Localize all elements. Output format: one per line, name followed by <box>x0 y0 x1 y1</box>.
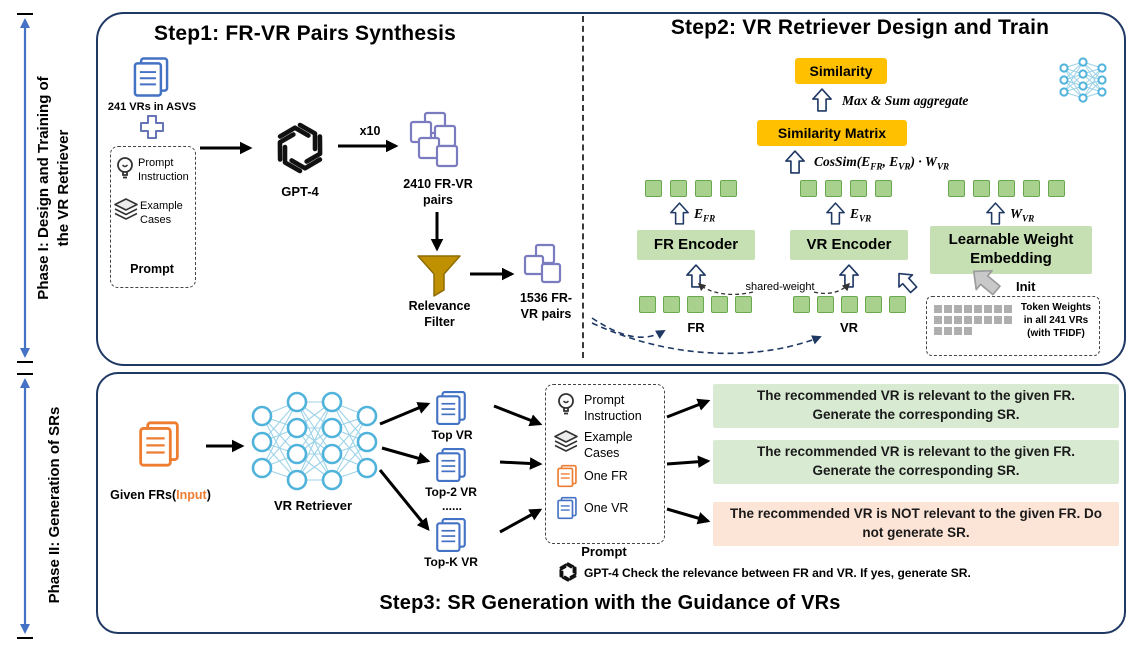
evr-base: E <box>850 206 860 221</box>
given-frs-icon <box>135 420 183 473</box>
step1-prompt-instruction-label: Prompt Instruction <box>138 157 189 183</box>
vrs-in-asvs-label: 241 VRs in ASVS <box>107 101 197 113</box>
aggregate-label: Max & Sum aggregate <box>842 93 969 108</box>
shared-weight-label: shared-weight <box>745 281 815 293</box>
weight-embedding-squares <box>948 180 1065 197</box>
token-weights-label: Token Weights in all 241 VRs (with TFIDF… <box>1020 302 1092 339</box>
gpt4-logo-small-icon <box>556 560 580 589</box>
vr-token-squares <box>793 296 906 313</box>
one-vr-doc-icon <box>556 496 578 525</box>
topk-vr-doc-icon <box>434 517 468 558</box>
lightbulb-icon <box>556 392 576 421</box>
one-vr-label: One VR <box>584 501 629 515</box>
vr-encoder-box: VR Encoder <box>790 230 908 260</box>
formula-part: ) · W <box>910 154 937 169</box>
fr-label: FR <box>687 320 705 335</box>
step3-example-cases-label: Example Cases <box>584 430 633 460</box>
wvr-base: W <box>1010 206 1023 221</box>
formula-part: , E <box>882 154 899 169</box>
gpt4-label: GPT-4 <box>281 184 319 199</box>
evr-label: EVR <box>850 206 871 224</box>
topk-vr-label: Top-K VR <box>424 555 478 569</box>
up-arrow-aggregate-icon <box>812 88 832 117</box>
token-weights-box <box>926 296 1100 356</box>
up-arrow-weight-input-icon <box>890 265 926 301</box>
efr-label: EFR <box>694 206 715 224</box>
formula-sub: VR <box>898 161 911 172</box>
formula-sub: FR <box>870 161 883 172</box>
fr-embedding-squares <box>645 180 737 197</box>
lightbulb-icon <box>115 156 135 185</box>
pairs-1536-label: 1536 FR- VR pairs <box>519 291 573 321</box>
result-box-3: The recommended VR is NOT relevant to th… <box>713 502 1119 546</box>
up-arrow-vr-input-icon <box>839 263 859 294</box>
step3-prompt-instruction-label: Prompt Instruction <box>584 393 642 423</box>
vr-retriever-network-icon <box>248 388 378 499</box>
token-weights-grid <box>934 305 1012 338</box>
given-frs-label: Given FRs(Input) <box>98 488 223 502</box>
layers-icon <box>554 430 578 457</box>
top2-vr-doc-icon <box>434 447 468 488</box>
up-arrow-wvr-icon <box>986 202 1005 230</box>
phase1-side-label: Phase I: Design and Training of the VR R… <box>35 76 73 300</box>
one-fr-label: One FR <box>584 469 628 483</box>
up-arrow-cossim-icon <box>785 150 805 179</box>
wvr-label: WVR <box>1010 206 1034 224</box>
fr-vr-pairs-2410-icon <box>405 110 467 177</box>
top-vr-label: Top VR <box>431 428 473 442</box>
formula-part: CosSim(E <box>814 154 871 169</box>
given-frs-prefix: Given FRs( <box>110 488 177 502</box>
vr-retriever-label: VR Retriever <box>273 498 353 513</box>
wvr-sub: VR <box>1022 213 1035 224</box>
step1-step2-divider <box>582 16 584 358</box>
ellipsis-label: ...... <box>441 499 462 513</box>
one-fr-doc-icon <box>556 464 578 493</box>
gpt4-logo-icon <box>268 116 332 185</box>
fr-token-squares <box>639 296 752 313</box>
given-frs-input-word: Input <box>176 488 207 502</box>
similarity-matrix-box: Similarity Matrix <box>757 120 907 146</box>
step1-example-cases-label: Example Cases <box>140 200 183 226</box>
step1-title: Step1: FR-VR Pairs Synthesis <box>153 22 457 45</box>
relevance-filter-label: Relevance Filter <box>408 299 471 329</box>
vr-embedding-squares <box>800 180 892 197</box>
phase2-side-label: Phase II: Generation of SRs <box>46 406 63 604</box>
learnable-weight-embedding-box: Learnable Weight Embedding <box>930 226 1092 274</box>
cossim-formula: CosSim(EFR, EVR) · WVR <box>814 154 949 172</box>
pairs-2410-label: 2410 FR-VR pairs <box>403 177 473 207</box>
result-box-1: The recommended VR is relevant to the gi… <box>713 384 1119 428</box>
formula-sub: VR <box>936 161 950 172</box>
fr-encoder-box: FR Encoder <box>637 230 755 260</box>
result-box-2: The recommended VR is relevant to the gi… <box>713 440 1119 484</box>
given-frs-suffix: ) <box>206 488 211 502</box>
top2-vr-label: Top-2 VR <box>425 485 477 499</box>
vr-documents-icon <box>130 56 172 103</box>
gpt4-check-note: GPT-4 Check the relevance between FR and… <box>584 566 971 580</box>
init-arrow-icon <box>963 259 1011 306</box>
funnel-icon <box>415 254 463 303</box>
similarity-box: Similarity <box>795 58 887 84</box>
up-arrow-efr-icon <box>670 202 689 230</box>
step1-prompt-label: Prompt <box>130 262 174 276</box>
top-vr-doc-icon <box>434 390 468 431</box>
layers-icon <box>114 198 138 225</box>
up-arrow-fr-input-icon <box>686 263 706 294</box>
fr-vr-pairs-1536-icon <box>520 242 566 293</box>
efr-base: E <box>694 206 704 221</box>
plus-shape-icon <box>139 114 165 145</box>
x10-label: x10 <box>359 124 381 138</box>
evr-sub: VR <box>859 213 872 224</box>
step2-title: Step2: VR Retriever Design and Train <box>670 16 1050 39</box>
step3-title: Step3: SR Generation with the Guidance o… <box>379 592 841 614</box>
init-label: Init <box>1016 279 1036 294</box>
step3-prompt-label: Prompt <box>581 544 627 559</box>
neural-network-icon <box>1056 56 1110 109</box>
efr-sub: FR <box>703 213 716 224</box>
vr-label: VR <box>839 320 859 335</box>
up-arrow-evr-icon <box>826 202 845 230</box>
